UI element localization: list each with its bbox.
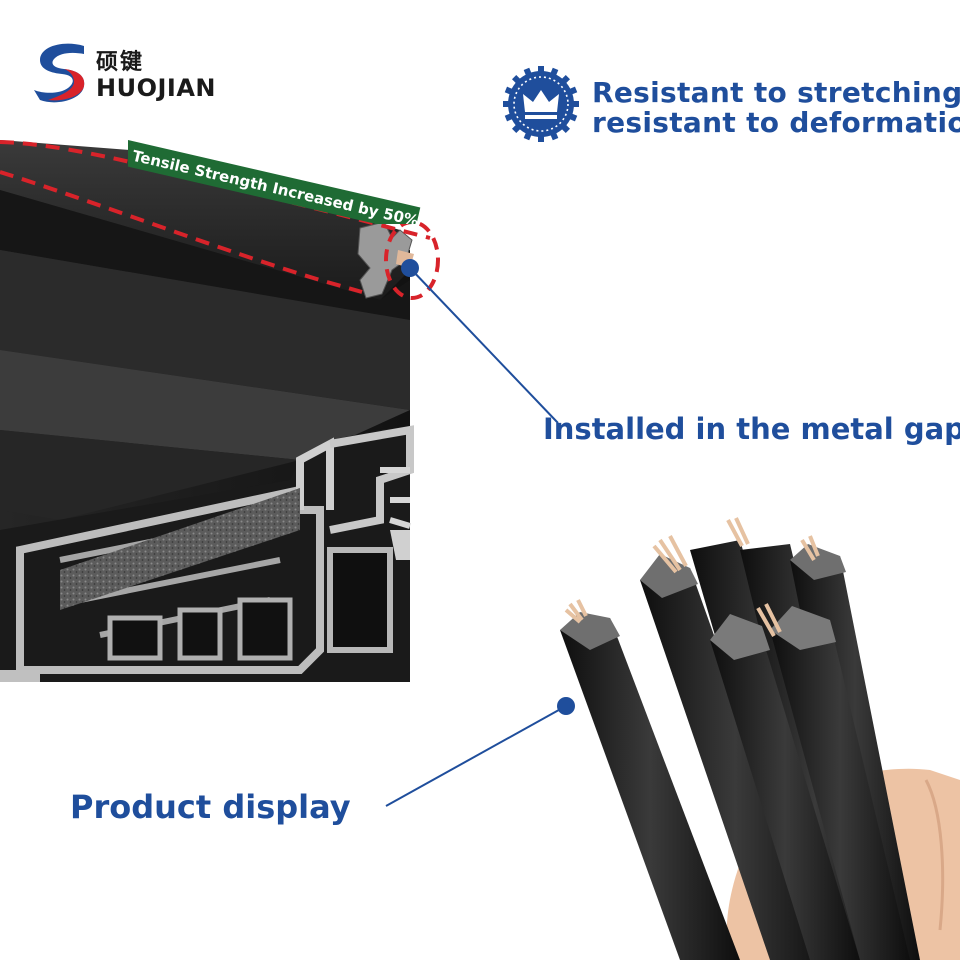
brand-logo: 硕键 HUOJIAN bbox=[30, 40, 216, 110]
window-profile-cross-section bbox=[0, 140, 440, 682]
logo-chinese-name: 硕键 bbox=[96, 50, 145, 75]
logo-s-mark-icon bbox=[34, 43, 85, 103]
product-callout-leader bbox=[385, 697, 575, 807]
logo-english-name: HUOJIAN bbox=[96, 74, 216, 102]
seal-strips-product-photo bbox=[560, 517, 960, 960]
installed-callout-label: Installed in the metal gap bbox=[543, 412, 960, 446]
crown-badge-icon bbox=[503, 66, 579, 142]
headline-line-1: Resistant to stretching bbox=[592, 76, 960, 109]
tensile-strength-banner: Tensile Strength Increased by 50% bbox=[128, 140, 421, 224]
headline-line-2: resistant to deformation bbox=[592, 106, 960, 139]
tensile-strength-text: Tensile Strength Increased by 50% bbox=[131, 147, 421, 224]
installed-callout-leader bbox=[401, 259, 559, 424]
product-callout-label: Product display bbox=[70, 788, 351, 826]
